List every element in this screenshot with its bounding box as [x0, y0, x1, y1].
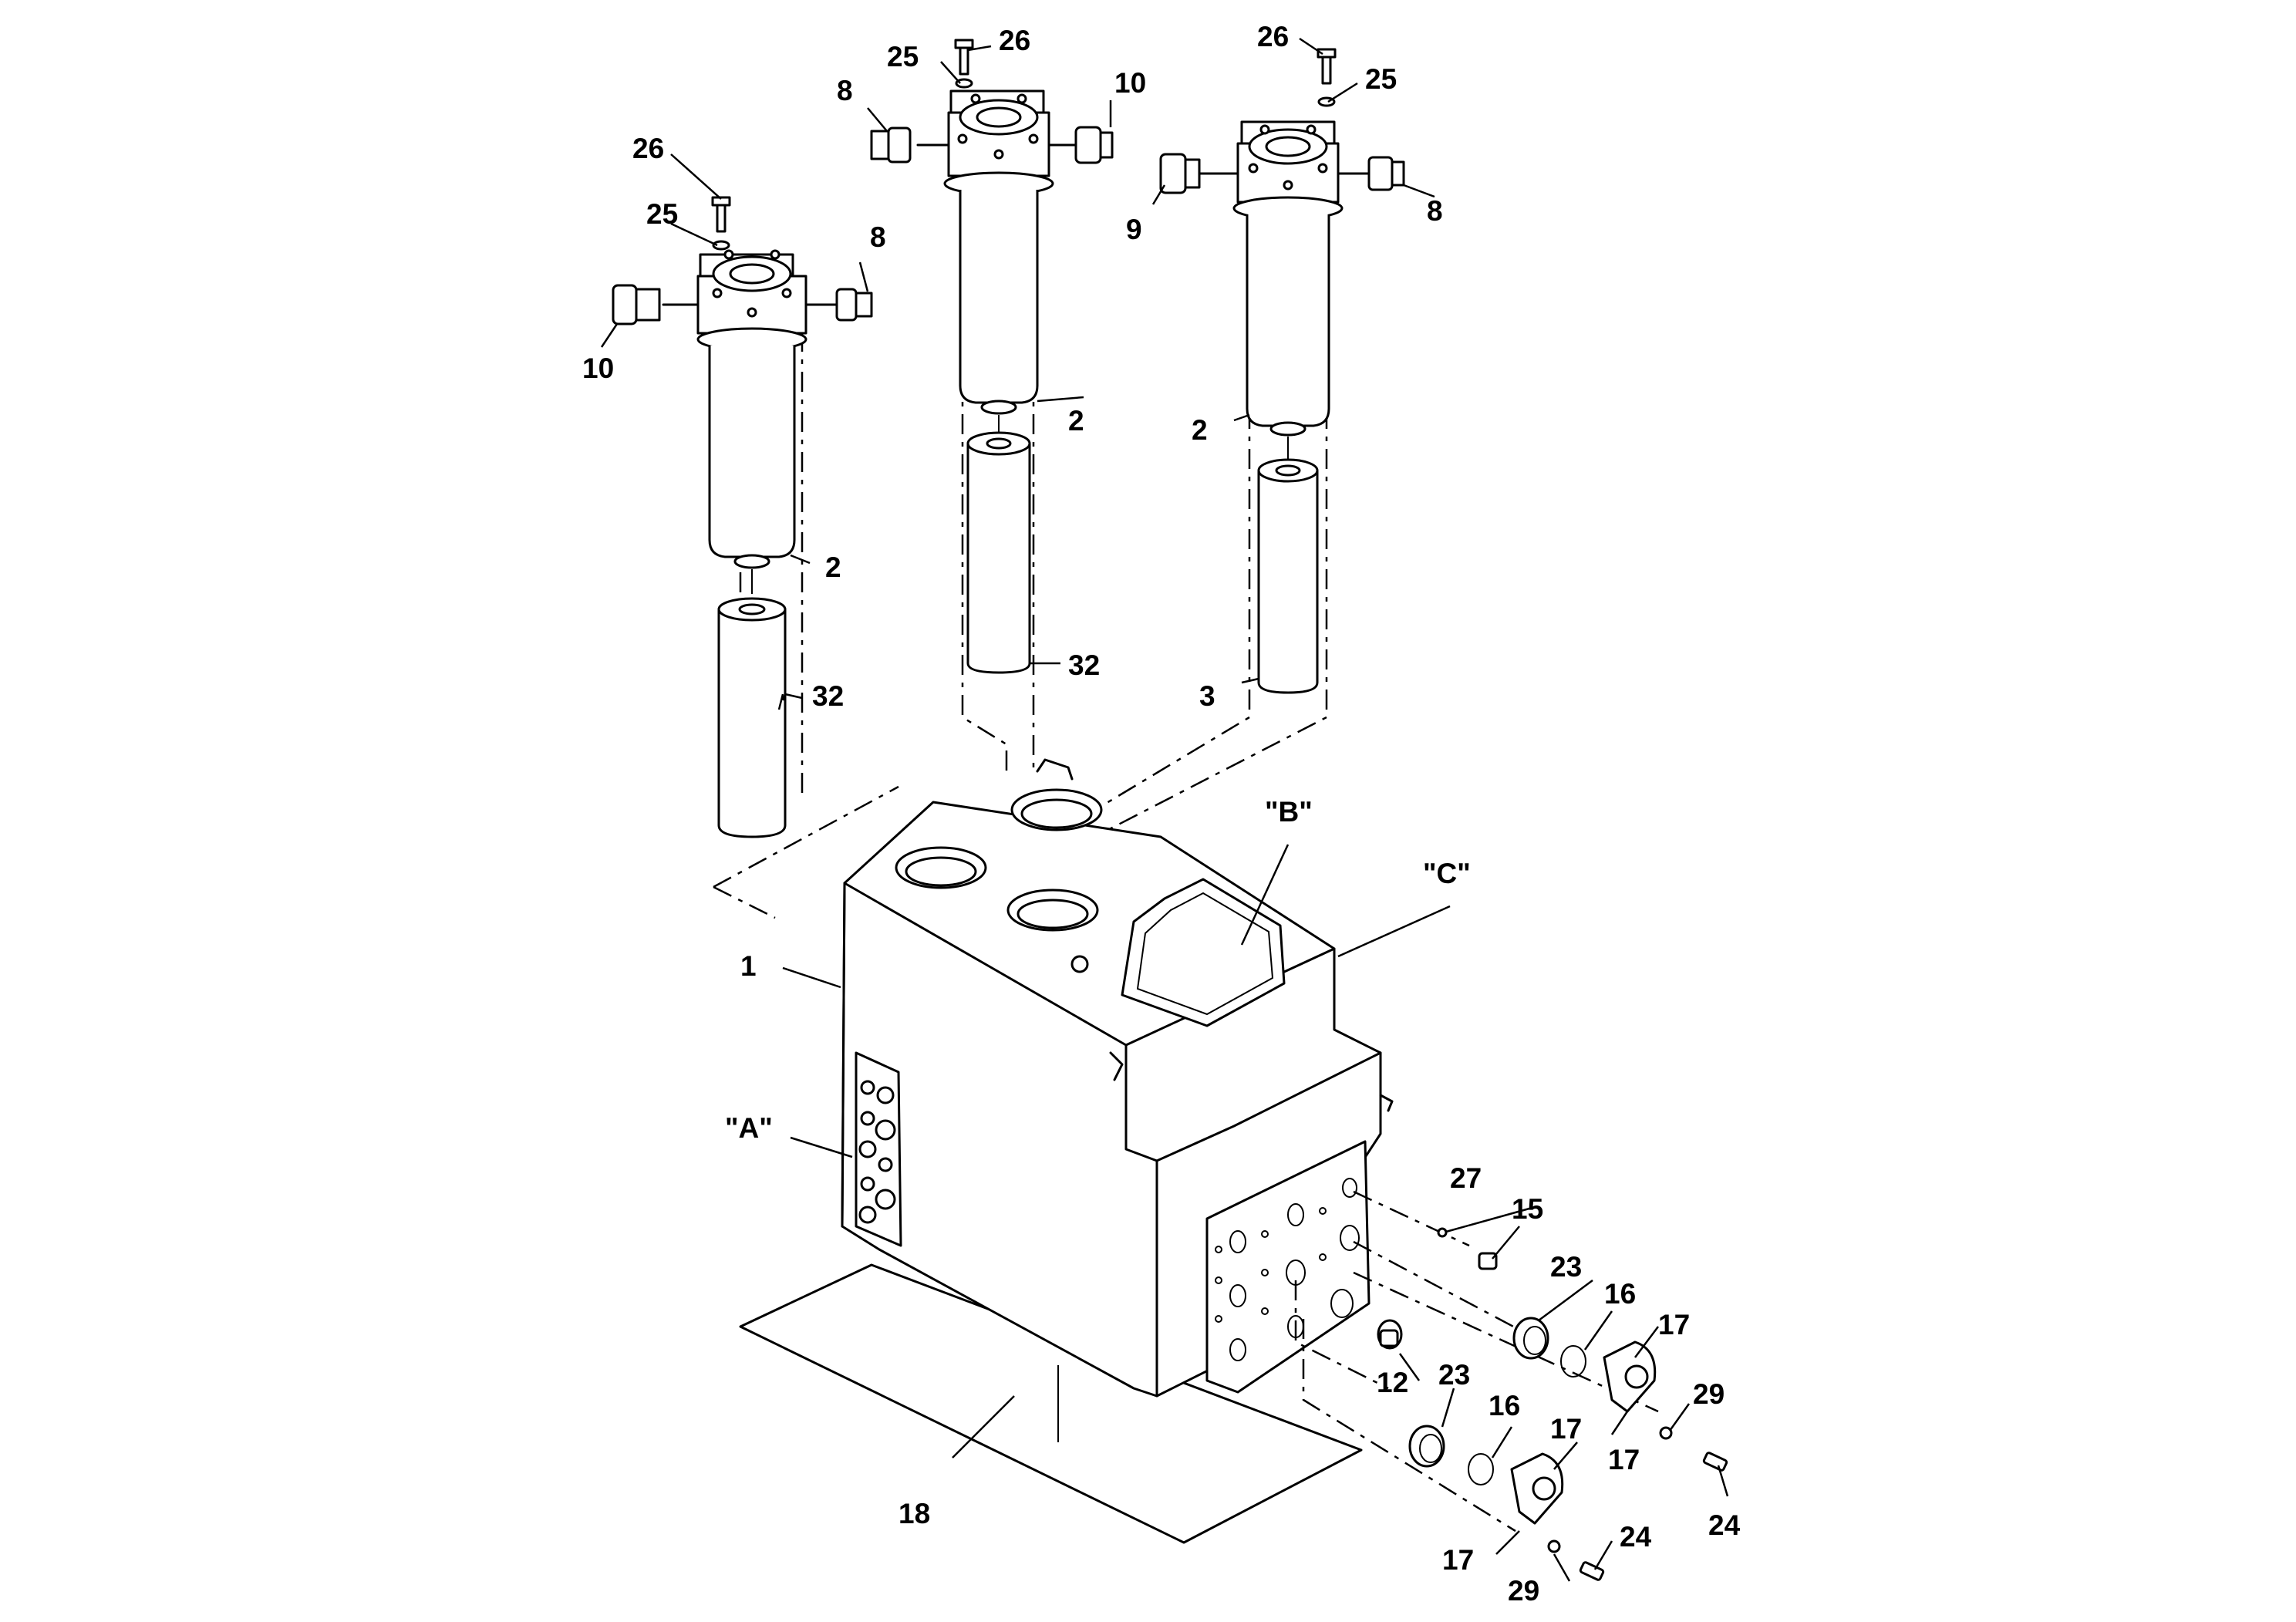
hydraulic-tank	[713, 758, 1403, 1544]
label-2: 2	[1192, 414, 1208, 446]
label-view-c: "C"	[1423, 858, 1471, 889]
label-29: 29	[1508, 1575, 1539, 1607]
filter-assembly-middle	[870, 39, 1114, 771]
label-view-b: "B"	[1265, 796, 1313, 828]
floor-mat	[739, 1263, 1363, 1544]
label-15: 15	[1512, 1193, 1543, 1225]
label-17: 17	[1550, 1413, 1582, 1445]
label-23: 23	[1550, 1251, 1582, 1283]
label-23: 23	[1438, 1359, 1470, 1391]
label-2: 2	[825, 551, 841, 583]
leader-lines	[600, 37, 1729, 1582]
label-18: 18	[899, 1498, 930, 1529]
label-24: 24	[1708, 1509, 1741, 1541]
port-fittings	[1294, 1190, 1728, 1581]
label-25: 25	[1365, 63, 1397, 95]
label-view-a: "A"	[725, 1112, 773, 1144]
label-2: 2	[1068, 405, 1084, 437]
label-32: 32	[812, 680, 844, 712]
label-26: 26	[1257, 21, 1289, 52]
label-25: 25	[887, 41, 919, 73]
label-32: 32	[1068, 649, 1100, 681]
label-12: 12	[1377, 1367, 1408, 1398]
label-27: 27	[1450, 1162, 1482, 1194]
label-26: 26	[632, 133, 664, 164]
label-17: 17	[1658, 1309, 1690, 1340]
label-8: 8	[837, 75, 853, 106]
label-17: 17	[1608, 1444, 1640, 1475]
label-17: 17	[1442, 1544, 1474, 1576]
callout-labels: 26 25 8 10 2 32 25 26 8 10 2 32 26 25 9 …	[582, 21, 1741, 1607]
label-16: 16	[1489, 1390, 1520, 1421]
label-24: 24	[1620, 1521, 1652, 1553]
label-25: 25	[646, 198, 678, 230]
label-10: 10	[582, 352, 614, 384]
filter-assembly-right	[1071, 48, 1405, 850]
label-16: 16	[1604, 1278, 1636, 1310]
label-8: 8	[870, 221, 886, 253]
filter-assembly-left	[612, 196, 873, 838]
label-1: 1	[740, 950, 757, 982]
label-29: 29	[1693, 1378, 1725, 1410]
label-8: 8	[1427, 195, 1443, 227]
label-26: 26	[999, 25, 1030, 56]
label-9: 9	[1126, 214, 1142, 245]
label-10: 10	[1114, 67, 1146, 99]
label-3: 3	[1199, 680, 1215, 712]
